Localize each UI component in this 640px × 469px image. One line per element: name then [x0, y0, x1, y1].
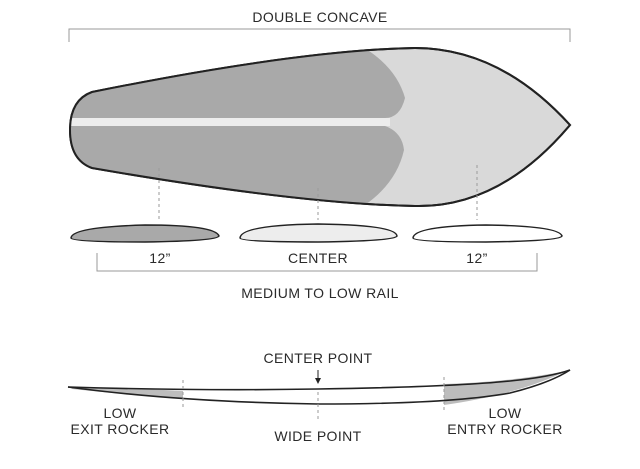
rail-right-label: 12”: [466, 250, 488, 266]
entry-rocker-shade: [444, 371, 566, 405]
concave-lower: [70, 126, 404, 207]
rail-section-right: [412, 224, 563, 243]
rail-left-label: 12”: [149, 250, 171, 266]
center-point-label: CENTER POINT: [263, 350, 373, 366]
rail-bracket: [96, 253, 538, 272]
entry-rocker-label-1: LOW: [488, 405, 522, 421]
exit-rocker-label-2: EXIT ROCKER: [70, 421, 170, 437]
rocker-deck: [67, 369, 571, 391]
exit-rocker-label-1: LOW: [103, 405, 137, 421]
rail-section-left: [70, 224, 220, 243]
rocker-profile: [67, 369, 571, 420]
stringer: [70, 118, 390, 126]
wide-point-label: WIDE POINT: [274, 428, 362, 444]
rocker-bottom: [67, 369, 571, 405]
rail-sections: [70, 223, 563, 243]
board-top-view: [68, 46, 572, 208]
rail-section-center: [239, 223, 398, 243]
diagram-title: DOUBLE CONCAVE: [252, 9, 388, 25]
center-point-arrow-icon: [315, 378, 321, 384]
entry-rocker-label-2: ENTRY ROCKER: [447, 421, 563, 437]
title-bracket: [68, 28, 571, 42]
rail-caption: MEDIUM TO LOW RAIL: [241, 285, 399, 301]
section-guides: [158, 165, 478, 220]
rail-center-label: CENTER: [288, 250, 348, 266]
